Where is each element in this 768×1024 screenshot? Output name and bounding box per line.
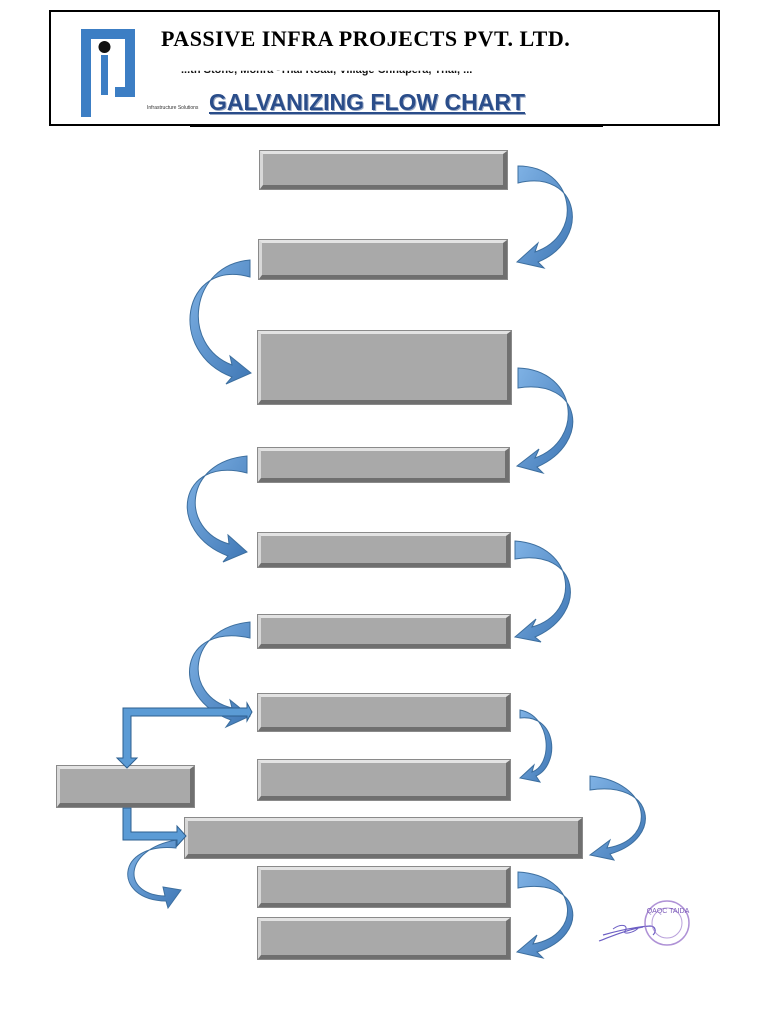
arrow-left-1 (189, 259, 252, 385)
flow-step-5 (258, 533, 510, 567)
arrow-left-3 (189, 621, 251, 729)
elbow-connector-lower (122, 807, 187, 848)
company-name: PASSIVE INFRA PROJECTS PVT. LTD. (161, 26, 571, 51)
company-address: ...th Stone, Mohra -Thai Road, Village C… (181, 64, 473, 76)
company-logo (75, 25, 145, 120)
flow-step-2 (259, 240, 507, 279)
elbow-connector-upper (115, 701, 253, 769)
qaqc-stamp-signature (598, 900, 690, 946)
document-title: GALVANIZING FLOW CHART (209, 89, 525, 115)
arrow-right-4 (588, 775, 646, 861)
arrow-left-2 (186, 455, 248, 563)
arrow-right-3 (513, 540, 571, 643)
flow-step-7 (258, 694, 510, 731)
flow-step-11 (258, 918, 510, 959)
flow-step-1 (260, 151, 507, 189)
flow-step-3 (258, 331, 511, 404)
flow-step-6 (258, 615, 510, 648)
flow-step-wide (185, 818, 582, 858)
arrow-right-5 (515, 871, 574, 959)
logo-caption: Infrastructure Solutions (147, 105, 199, 111)
arrow-right-small (518, 709, 553, 783)
flow-step-side (57, 766, 194, 807)
stamp-text: QAQC TAIDA (646, 908, 690, 915)
header-box: Infrastructure Solutions PASSIVE INFRA P… (49, 10, 720, 126)
arrow-right-1 (515, 165, 573, 269)
flow-step-8 (258, 760, 510, 800)
flow-step-10 (258, 867, 510, 907)
arrow-right-2 (515, 367, 574, 474)
flow-step-4 (258, 448, 509, 482)
arrow-left-4 (127, 839, 182, 910)
title-rule (190, 126, 603, 127)
